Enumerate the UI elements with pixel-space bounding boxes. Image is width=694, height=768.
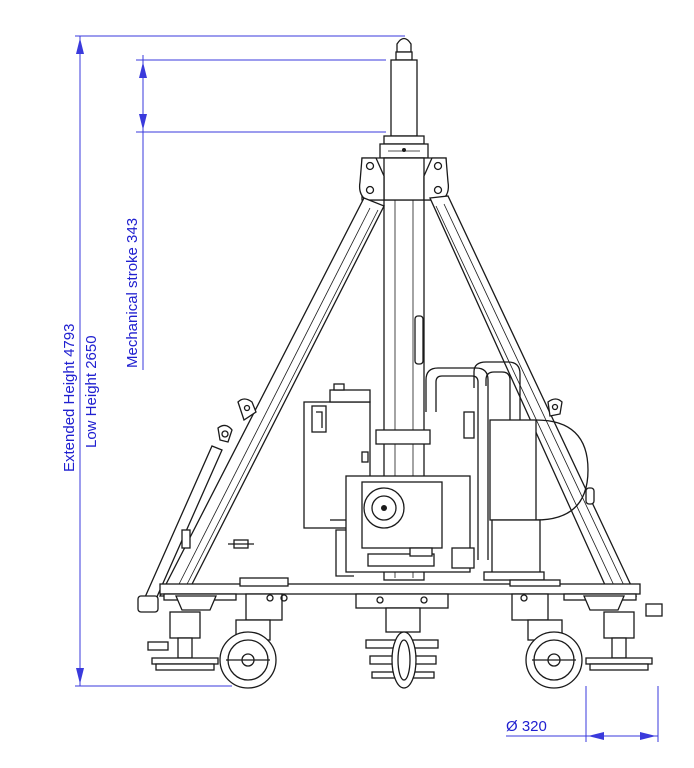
left-levelling-foot <box>147 611 219 671</box>
extended-height-dimension <box>75 35 405 687</box>
mechanical-stroke-dimension <box>136 55 386 370</box>
left-gas-strut <box>137 424 233 613</box>
wheel-diameter-dimension <box>506 686 659 742</box>
right-handle-frame <box>425 361 589 581</box>
base-platform <box>159 577 641 621</box>
engine-unit <box>330 475 475 577</box>
extended-height-label: Extended Height 4793 <box>61 324 78 472</box>
low-height-label: Low Height 2650 <box>83 335 100 448</box>
mechanical-stroke-label: Mechanical stroke 343 <box>124 218 141 368</box>
left-wheel <box>219 619 277 689</box>
wheel-diameter-label: Ø 320 <box>506 718 547 735</box>
top-leg-bracket <box>358 157 450 201</box>
right-levelling-foot <box>585 603 663 671</box>
small-fittings <box>228 539 254 549</box>
center-caster <box>365 607 439 689</box>
right-wheel <box>525 619 583 689</box>
